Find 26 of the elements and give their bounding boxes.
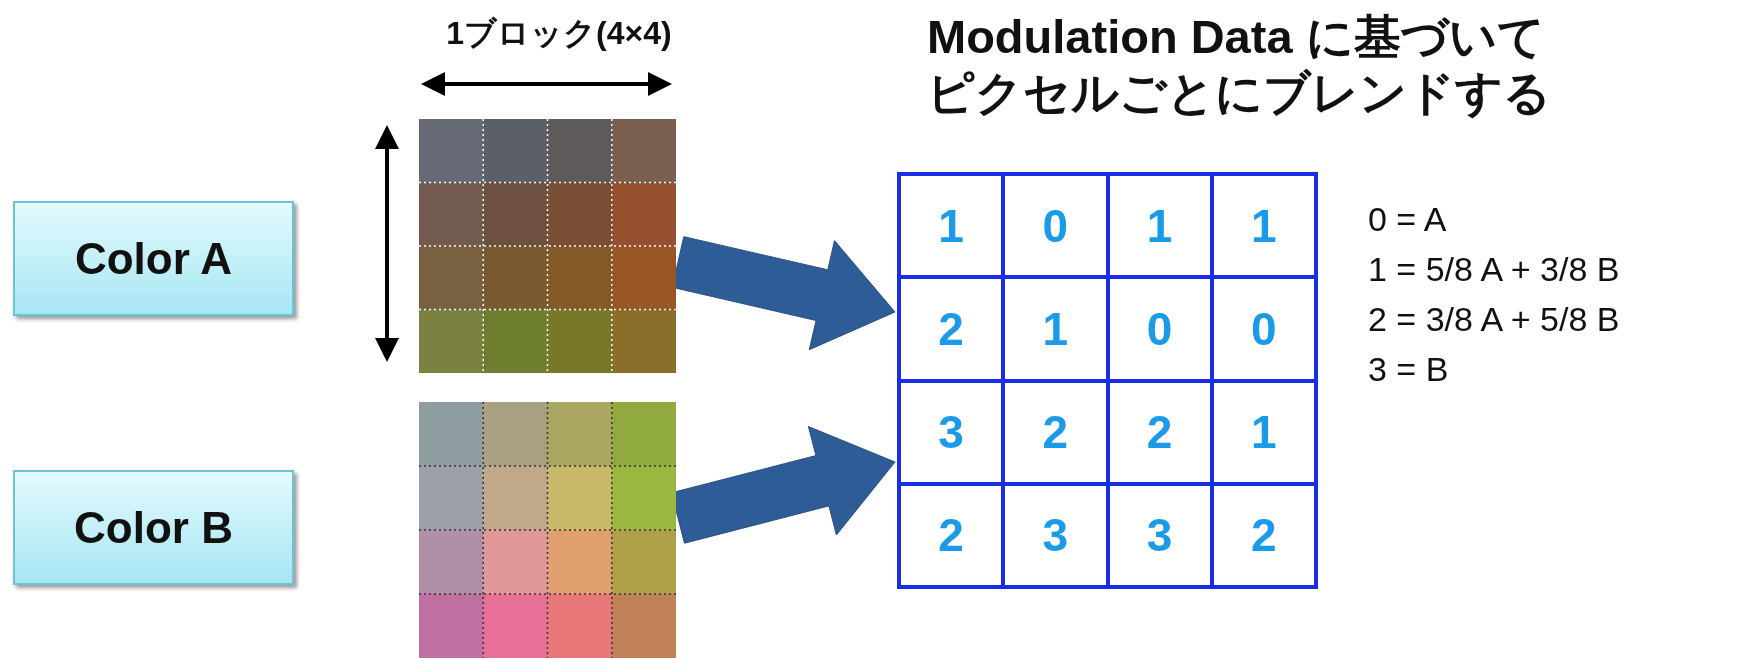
modulation-cell: 2 [1107,380,1212,484]
modulation-cell: 3 [1107,483,1212,587]
legend-text: 0 = A [1368,200,1447,239]
modulation-cell: 1 [899,174,1004,278]
modulation-cell: 2 [899,277,1004,381]
dimension-label: 1ブロック(4×4) [445,14,673,53]
modulation-cell: 1 [1211,380,1316,484]
heading: Modulation Data に基づいてピクセルごとにブレンドする [927,9,1552,121]
modulation-cell: 3 [899,380,1004,484]
modulation-cell: 0 [1003,174,1108,278]
modulation-cell: 1 [1003,277,1108,381]
legend-text: 2 = 3/8 A + 5/8 B [1368,300,1620,339]
modulation-cell: 0 [1107,277,1212,381]
modulation-cell: 3 [1003,483,1108,587]
modulation-cell: 0 [1211,277,1316,381]
color-box: Color B [13,470,294,585]
color-box: Color A [13,201,294,316]
color-block-grid [419,402,676,658]
modulation-cell: 2 [1211,483,1316,587]
modulation-cell: 2 [1003,380,1108,484]
legend-text: 1 = 5/8 A + 3/8 B [1368,250,1620,289]
modulation-cell: 2 [899,483,1004,587]
modulation-cell: 1 [1211,174,1316,278]
legend-text: 3 = B [1368,350,1449,389]
color-block-grid [419,119,676,373]
modulation-cell: 1 [1107,174,1212,278]
